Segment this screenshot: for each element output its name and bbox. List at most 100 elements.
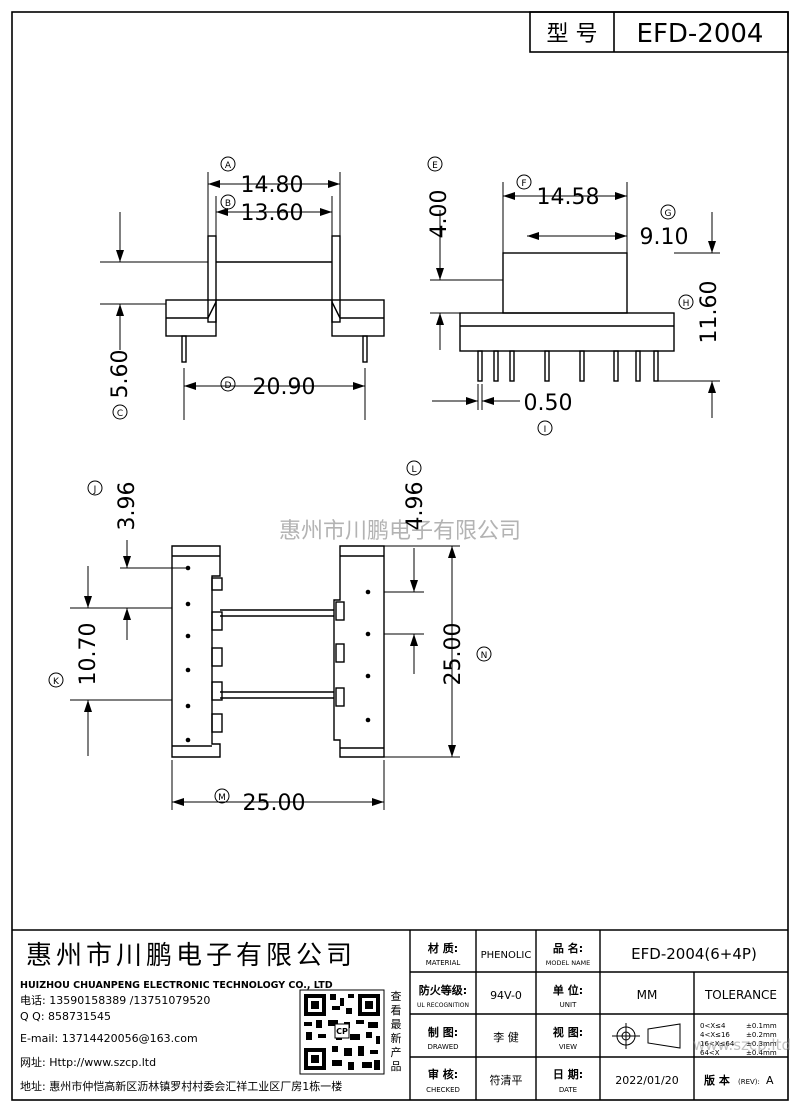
side-view-arrows (436, 192, 716, 405)
svg-text:制 图:: 制 图: (428, 1025, 458, 1039)
svg-text:VIEW: VIEW (559, 1043, 577, 1051)
svg-text:14.58: 14.58 (537, 185, 600, 210)
svg-text:DATE: DATE (559, 1086, 577, 1094)
qr-caption: 查 看 最 新 产 品 (391, 989, 402, 1073)
svg-text:M: M (218, 793, 226, 803)
svg-text:4.96: 4.96 (403, 482, 428, 531)
svg-text:材 质:: 材 质: (428, 941, 458, 955)
svg-text:20.90: 20.90 (253, 375, 316, 400)
svg-text:16<X≤64: 16<X≤64 (700, 1040, 735, 1048)
svg-text:UL RECOGNITION: UL RECOGNITION (417, 1002, 469, 1009)
svg-text:9.10: 9.10 (640, 225, 689, 250)
svg-text:E: E (432, 161, 438, 171)
svg-text:D: D (225, 381, 232, 391)
revision-cell: 版 本 (REV): A (704, 1073, 774, 1087)
company-name-cn: 惠州市川鹏电子有限公司 (26, 941, 356, 971)
dim-B: B 13.60 (220, 194, 304, 226)
svg-text:±0.4mm: ±0.4mm (746, 1049, 777, 1057)
svg-text:UNIT: UNIT (560, 1001, 577, 1009)
flame-cell: 防火等级: UL RECOGNITION 94V-0 (417, 983, 522, 1009)
svg-text:单 位:: 单 位: (553, 983, 583, 997)
svg-text:日 期:: 日 期: (553, 1067, 583, 1081)
checked-cell: 审 核: CHECKED 符清平 (426, 1067, 522, 1094)
product-cell: 品 名: MODEL NAME EFD-2004(6+4P) (546, 941, 757, 967)
svg-text:防火等级:: 防火等级: (419, 983, 467, 997)
dim-L: L 4.96 (403, 460, 428, 531)
tolerance-label: TOLERANCE (704, 988, 777, 1002)
svg-text:5.60: 5.60 (108, 350, 133, 399)
svg-text:A: A (225, 161, 232, 171)
product-value: EFD-2004(6+4P) (631, 945, 757, 963)
sheet-border (11, 11, 789, 1101)
dim-M: M 25.00 (214, 788, 306, 816)
svg-text:审 核:: 审 核: (428, 1067, 458, 1081)
projection-symbol (612, 1023, 681, 1049)
material-value: PHENOLIC (481, 950, 532, 961)
company-website: 网址: Http://www.szcp.ltd (20, 1055, 156, 1069)
dim-D: D 20.90 (220, 375, 316, 400)
drawn-cell: 制 图: DRAWED 李 健 (427, 1025, 518, 1051)
svg-text:产: 产 (391, 1045, 402, 1059)
view-cell: 视 图: VIEW (553, 1025, 583, 1051)
company-address: 地址: 惠州市仲恺高新区沥林镇罗村村委会汇祥工业区厂房1栋一楼 (20, 1079, 342, 1093)
svg-text:查: 查 (391, 989, 402, 1003)
tolerance-table: 0<X≤4 ±0.1mm 4<X≤16 ±0.2mm 16<X≤64 ±0.3m… (700, 1022, 777, 1057)
svg-text:13.60: 13.60 (241, 201, 304, 226)
bottom-view-arrows (84, 546, 456, 806)
svg-text:版 本: 版 本 (704, 1073, 730, 1087)
svg-text:0<X≤4: 0<X≤4 (700, 1022, 726, 1030)
unit-cell: 单 位: UNIT MM TOLERANCE (553, 983, 777, 1009)
svg-text:14.80: 14.80 (241, 173, 304, 198)
svg-text:B: B (225, 199, 231, 209)
company-email: E-mail: 13714420056@163.com (20, 1032, 198, 1045)
model-number: EFD-2004 (637, 19, 764, 49)
svg-text:新: 新 (391, 1031, 402, 1045)
company-name-en: HUIZHOU CHUANPENG ELECTRONIC TECHNOLOGY … (20, 980, 333, 991)
material-cell: 材 质: MATERIAL PHENOLIC (426, 941, 532, 967)
watermark-text: 惠州市川鹏电子有限公司 (279, 519, 521, 544)
date-cell: 日 期: DATE 2022/01/20 (553, 1067, 679, 1094)
dim-K: K 10.70 (48, 623, 101, 688)
svg-text:25.00: 25.00 (243, 791, 306, 816)
front-view-arrows (116, 180, 365, 390)
checked-value: 符清平 (490, 1074, 523, 1087)
svg-text:C: C (117, 409, 123, 419)
svg-text:MODEL NAME: MODEL NAME (546, 959, 591, 967)
header-box: 型 号 EFD-2004 (529, 11, 789, 53)
revision-value: A (766, 1074, 774, 1087)
svg-text:11.60: 11.60 (697, 281, 722, 344)
svg-text:MATERIAL: MATERIAL (426, 959, 461, 967)
svg-text:25.00: 25.00 (441, 623, 466, 686)
unit-value: MM (637, 988, 658, 1002)
dim-J: J 3.96 (87, 480, 140, 530)
svg-text:DRAWED: DRAWED (427, 1043, 458, 1051)
svg-text:N: N (481, 651, 488, 661)
dim-I: I 0.50 (524, 391, 572, 436)
svg-text:G: G (665, 209, 672, 219)
svg-text:看: 看 (391, 1003, 402, 1017)
date-value: 2022/01/20 (615, 1074, 678, 1087)
company-info: 惠州市川鹏电子有限公司 HUIZHOU CHUANPENG ELECTRONIC… (20, 941, 356, 1093)
svg-text:4<X≤16: 4<X≤16 (700, 1031, 730, 1039)
svg-text:4.00: 4.00 (427, 190, 452, 239)
svg-text:I: I (544, 425, 547, 435)
title-block (12, 929, 788, 1100)
svg-text:CHECKED: CHECKED (426, 1086, 460, 1094)
svg-text:±0.2mm: ±0.2mm (746, 1031, 777, 1039)
drawn-value: 李 健 (493, 1030, 519, 1044)
svg-text:±0.1mm: ±0.1mm (746, 1022, 777, 1030)
footer-watermark: www.szcp.ltd (693, 1036, 791, 1054)
qr-code: CP (299, 989, 385, 1075)
svg-text:±0.3mm: ±0.3mm (746, 1040, 777, 1048)
dim-N: N 25.00 (441, 623, 492, 686)
bottom-view (70, 540, 460, 810)
front-view (100, 172, 385, 420)
dim-G: G 9.10 (640, 204, 689, 250)
dim-C: C 5.60 (108, 350, 133, 420)
company-phone: 电话: 13590158389 /13751079520 (20, 994, 210, 1007)
svg-text:(REV):: (REV): (738, 1078, 760, 1086)
dim-E: E 4.00 (427, 156, 452, 239)
dim-H: H 11.60 (678, 281, 722, 344)
